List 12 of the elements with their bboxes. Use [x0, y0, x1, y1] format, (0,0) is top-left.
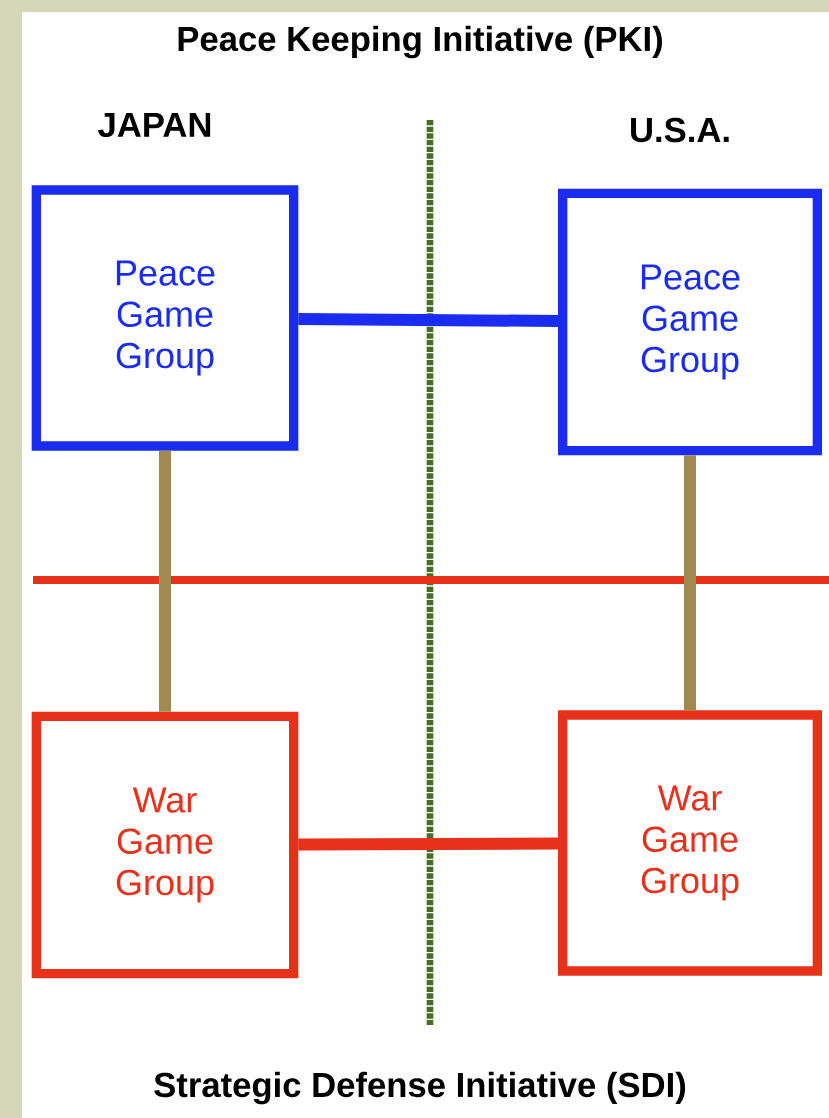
title: Peace Keeping Initiative (PKI): [178, 25, 662, 59]
connector-line: [159, 450, 171, 712]
connector-line: [298, 837, 559, 851]
group-box: War Game Group: [558, 710, 822, 976]
group-box: War Game Group: [31, 711, 299, 979]
connector-line: [298, 313, 559, 327]
connector-line: [684, 455, 696, 711]
label: JAPAN: [98, 112, 211, 138]
label: U.S.A.: [631, 117, 729, 143]
group-box: Peace Game Group: [558, 188, 822, 456]
label: Strategic Defense Initiative (SDI): [154, 1071, 686, 1105]
group-box: Peace Game Group: [31, 185, 299, 451]
